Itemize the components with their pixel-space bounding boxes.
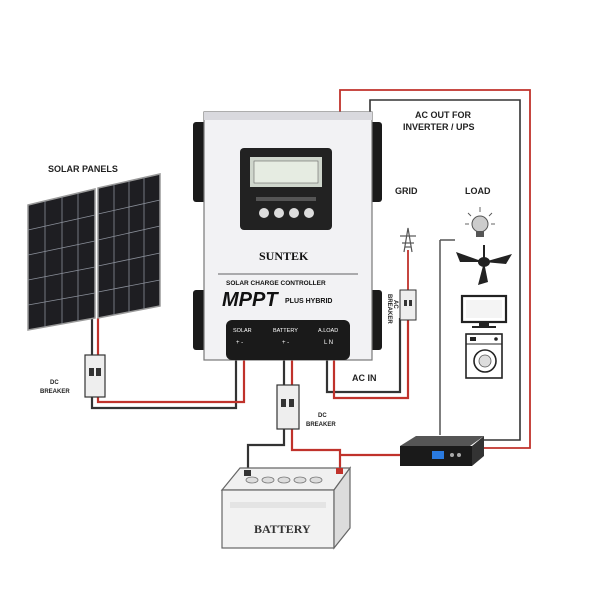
ac-breaker	[399, 289, 417, 321]
wire-breaker-to-battery-red	[290, 428, 342, 470]
terminal-solar-sub: + -	[236, 340, 243, 346]
load-label: LOAD	[465, 186, 491, 196]
solar-panels-label: SOLAR PANELS	[48, 164, 118, 174]
dc-breaker-mid-label-1: DC	[318, 413, 327, 419]
controller-terminal-block	[226, 320, 350, 360]
wire-aload-to-acin-black	[325, 318, 402, 394]
controller-brand: SUNTEK	[259, 249, 309, 263]
ac-breaker-label-2: BREAKER	[386, 294, 392, 324]
solar-panel-left	[27, 188, 96, 331]
wire-aload-to-acin-red	[332, 318, 410, 400]
dc-breaker-mid	[276, 384, 300, 430]
controller-button-1	[259, 208, 269, 218]
ac-in-label: AC IN	[352, 373, 377, 383]
dc-breaker-left	[84, 354, 106, 398]
controller-mppt: MPPT	[222, 289, 279, 311]
bulb-icon	[465, 207, 495, 237]
grid-label: GRID	[395, 186, 418, 196]
terminal-battery-sub: + -	[282, 340, 289, 346]
charge-controller: SUNTEK SOLAR CHARGE CONTROLLER MPPT PLUS…	[193, 111, 382, 361]
wiring	[90, 89, 531, 470]
controller-button-3	[289, 208, 299, 218]
dc-breaker-left-label-1: DC	[50, 380, 59, 386]
battery-caps	[245, 476, 323, 484]
terminal-aload-sub: L N	[324, 340, 333, 346]
solar-panels	[27, 173, 161, 331]
ac-out-label-2: INVERTER / UPS	[403, 122, 475, 132]
wire-breaker-to-battery-black	[246, 428, 286, 470]
controller-led-strip	[256, 197, 316, 201]
inverter-ups	[400, 436, 484, 466]
battery-band	[230, 502, 326, 508]
terminal-battery-label: BATTERY	[273, 328, 298, 334]
ceiling-fan-icon	[456, 245, 512, 285]
panel-grid-lines	[27, 177, 161, 327]
battery-side	[333, 466, 351, 550]
washing-machine-icon	[465, 333, 503, 379]
ac-out-label-1: AC OUT FOR	[415, 110, 471, 120]
battery	[220, 466, 352, 550]
battery-body	[221, 489, 335, 549]
tv-icon	[460, 294, 508, 328]
ac-breaker-label-1: AC	[392, 300, 398, 309]
controller-button-4	[304, 208, 314, 218]
controller-top-cap	[204, 112, 372, 120]
controller-button-2	[274, 208, 284, 218]
wire-acout-loop-black	[369, 99, 521, 441]
controller-lcd-inner	[253, 160, 319, 184]
grid-pylon-icon	[400, 227, 416, 253]
wire-breaker-to-solar-black	[90, 360, 238, 410]
controller-plus-hybrid: PLUS HYBRID	[285, 298, 332, 305]
terminal-aload-label: A.LOAD	[318, 328, 338, 334]
terminal-solar-label: SOLAR	[233, 328, 252, 334]
controller-line1: SOLAR CHARGE CONTROLLER	[226, 280, 326, 287]
battery-label: BATTERY	[254, 522, 311, 536]
dc-breaker-left-label-2: BREAKER	[40, 389, 70, 395]
battery-terminal-positive	[336, 468, 343, 474]
wire-acout-loop-red	[339, 89, 531, 449]
battery-terminal-negative	[244, 470, 251, 476]
wire-breaker-to-solar-red	[96, 360, 246, 404]
dc-breaker-mid-label-2: BREAKER	[306, 422, 336, 428]
